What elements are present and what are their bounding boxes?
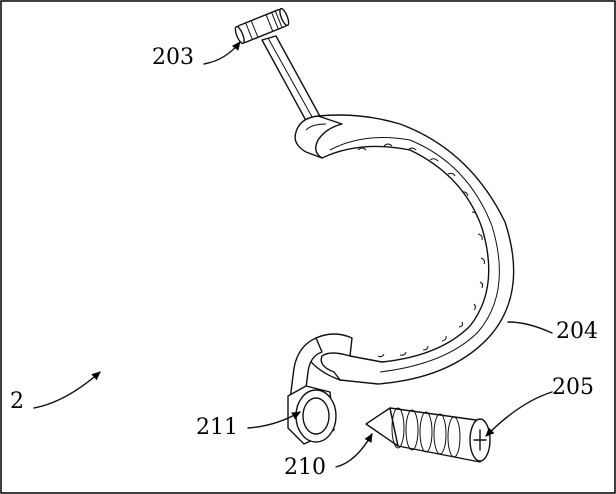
svg-text:2: 2	[10, 389, 24, 414]
part-204-arc	[289, 114, 515, 405]
svg-text:211: 211	[196, 415, 238, 440]
label-203: 203	[152, 41, 241, 70]
label-211: 211	[196, 411, 301, 440]
arc-teeth	[357, 143, 486, 358]
label-205: 205	[485, 375, 594, 437]
svg-text:205: 205	[552, 375, 594, 400]
part-211-ring	[287, 385, 337, 445]
label-210: 210	[284, 433, 373, 480]
svg-text:204: 204	[556, 319, 598, 344]
label-204: 204	[507, 319, 598, 344]
part-203-connector	[234, 7, 343, 159]
svg-text:210: 210	[284, 455, 326, 480]
label-2: 2	[10, 371, 101, 414]
svg-text:203: 203	[152, 45, 194, 70]
part-205-screw	[365, 407, 491, 463]
